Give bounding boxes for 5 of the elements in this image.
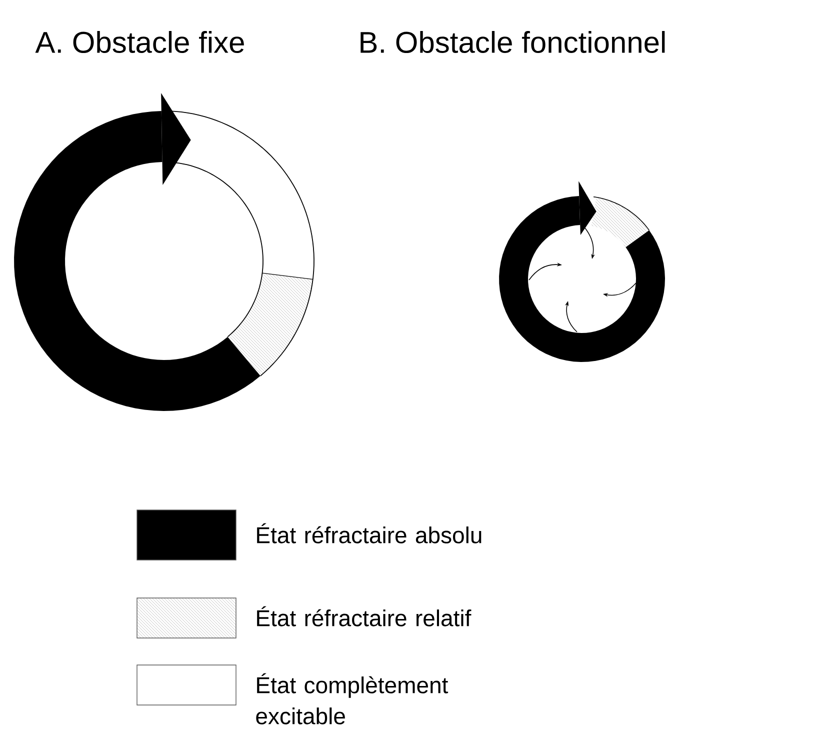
panel-title: B. Obstacle fonctionnel [360, 30, 665, 54]
legend-label: État complètement excitable [256, 673, 448, 724]
legend-label: État réfractaire absolu [257, 523, 482, 544]
panel-title: A. Obstacle fixe [35, 30, 244, 54]
legend-label: État réfractaire relatif [257, 606, 472, 626]
